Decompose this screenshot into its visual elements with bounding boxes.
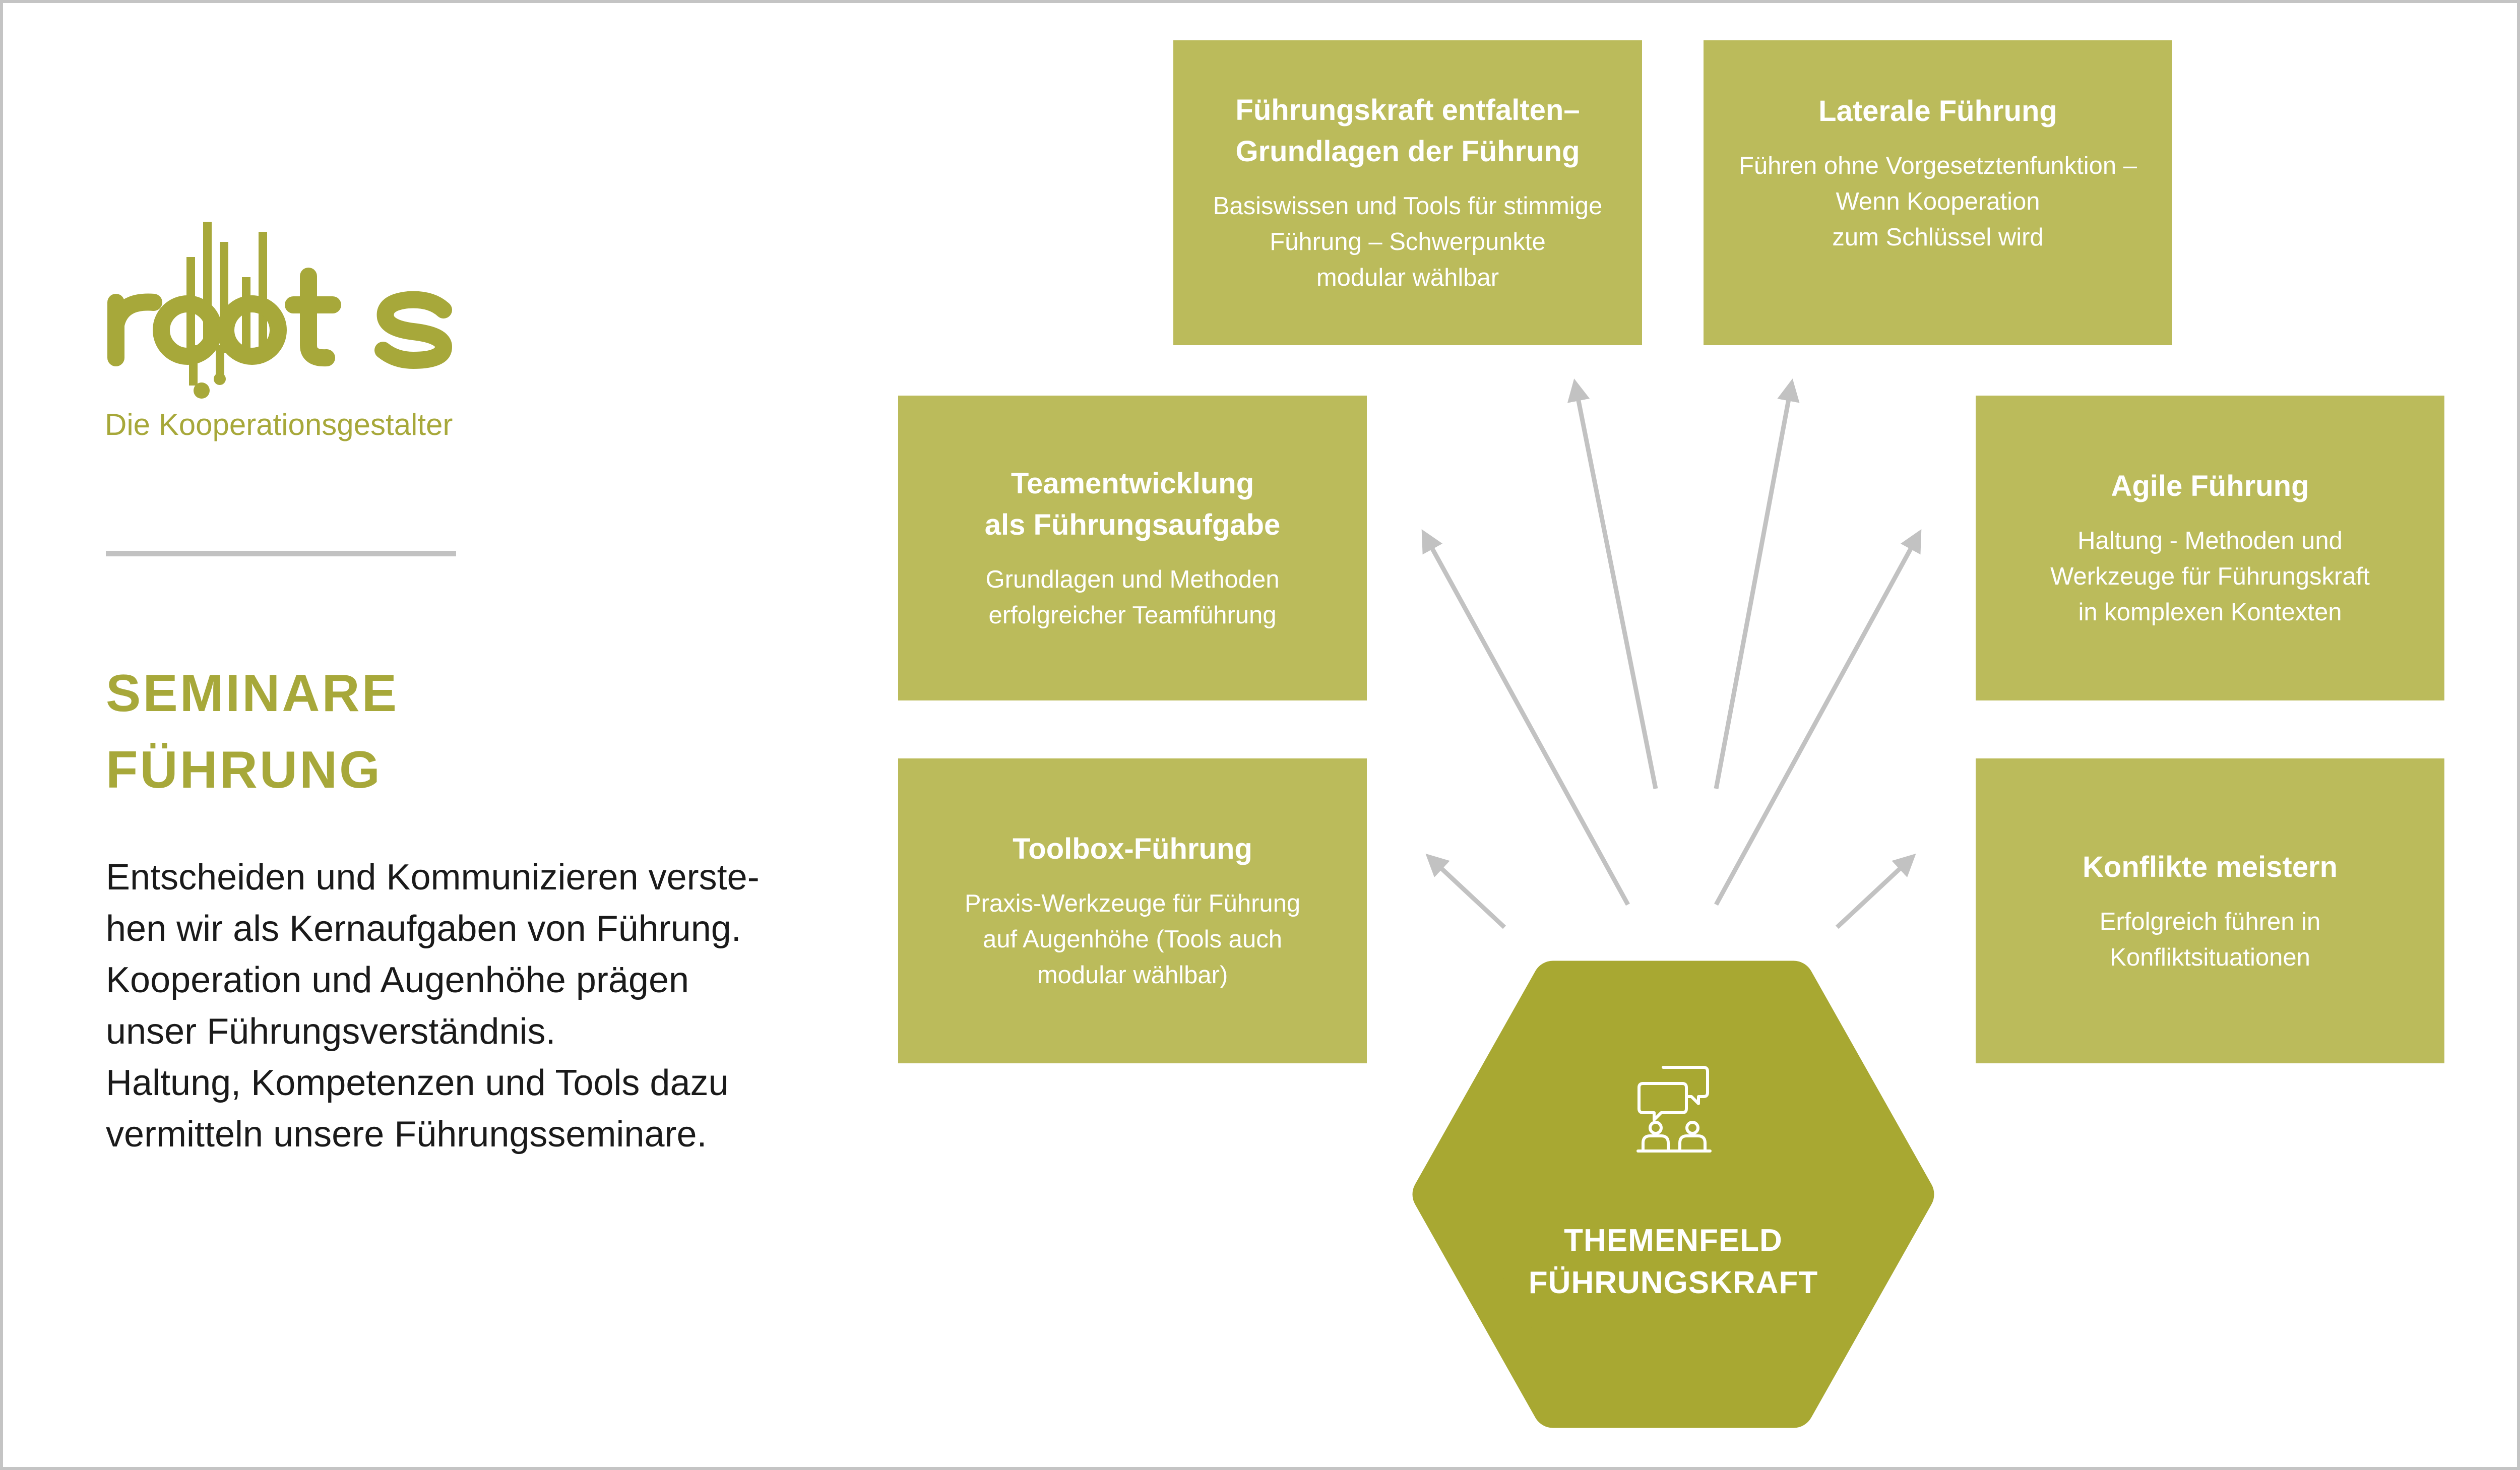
topic-desc-line: Führen ohne Vorgesetztenfunktion – [1738,152,2137,179]
description-line: unser Führungsverständnis. [106,1011,556,1052]
description-line: hen wir als Kernaufgaben von Führung. [106,909,741,949]
arrow-to-fuehrungskraft-entfalten [1567,378,1658,789]
topic-title-line: als Führungsaufgabe [984,508,1281,541]
topic-desc-line: zum Schlüssel wird [1832,224,2044,251]
topic-desc-line: Praxis-Werkzeuge für Führung [964,890,1301,917]
arrow-to-konflikte [1835,853,1916,929]
topic-desc-line: in komplexen Kontexten [2078,599,2342,626]
section-title-line: SEMINARE [106,664,399,723]
topic-description: Grundlagen und Methoden erfolgreicher Te… [986,562,1280,633]
logo-tagline: Die Kooperationsgestalter [105,408,453,441]
topic-title: Toolbox-Führung [1013,828,1252,870]
section-description: Entscheiden und Kommunizieren verste- he… [106,852,837,1160]
arrow-to-toolbox [1425,853,1506,929]
topic-card-laterale-fuehrung[interactable]: Laterale Führung Führen ohne Vorgesetzte… [1704,40,2172,345]
center-title-line: THEMENFELD [1564,1223,1783,1258]
topic-title-line: Grundlagen der Führung [1235,135,1580,168]
arrow-to-laterale-fuehrung [1714,378,1800,789]
topic-title: Laterale Führung [1818,91,2057,132]
topic-title-line: Toolbox-Führung [1013,833,1252,865]
topic-title: Teamentwicklung als Führungsaufgabe [985,463,1281,546]
topic-description: Führen ohne Vorgesetztenfunktion – Wenn … [1739,148,2137,255]
topic-title: Agile Führung [2111,466,2309,507]
topic-desc-line: erfolgreicher Teamführung [988,601,1277,629]
topic-description: Praxis-Werkzeuge für Führung auf Augenhö… [965,886,1300,993]
topic-desc-line: Wenn Kooperation [1836,188,2040,215]
topic-desc-line: Erfolgreich führen in [2099,908,2321,935]
section-title: SEMINARE FÜHRUNG [106,655,399,808]
topic-title-line: Laterale Führung [1818,95,2057,127]
topic-title-line: Führungskraft entfalten– [1235,94,1580,126]
center-title: THEMENFELD FÜHRUNGSKRAFT [1406,1220,1940,1304]
topic-desc-line: modular wählbar [1316,264,1499,291]
description-line: vermitteln unsere Führungsseminare. [106,1114,707,1155]
description-line: Kooperation und Augenhöhe prägen [106,960,689,1000]
description-line: Haltung, Kompetenzen und Tools dazu [106,1063,729,1103]
center-title-line: FÜHRUNGSKRAFT [1528,1265,1818,1300]
topic-title: Führungskraft entfalten– Grundlagen der … [1235,90,1580,172]
topic-card-fuehrungskraft-entfalten[interactable]: Führungskraft entfalten– Grundlagen der … [1173,40,1642,345]
topic-title-line: Teamentwicklung [1011,467,1254,500]
roots-logo [107,222,453,399]
topic-card-konflikte-meistern[interactable]: Konflikte meistern Erfolgreich führen in… [1976,758,2444,1063]
arrow-to-agile-fuehrung [1714,529,1922,906]
topic-desc-line: Grundlagen und Methoden [985,565,1280,593]
topic-description: Basiswissen und Tools für stimmige Führu… [1213,188,1603,296]
topic-card-agile-fuehrung[interactable]: Agile Führung Haltung - Methoden und Wer… [1976,396,2444,700]
topic-title-line: Konflikte meistern [2083,850,2338,883]
description-line: Entscheiden und Kommunizieren verste- [106,857,760,898]
topic-desc-line: auf Augenhöhe (Tools auch [983,926,1282,953]
topic-description: Haltung - Methoden und Werkzeuge für Füh… [2050,523,2370,630]
topic-description: Erfolgreich führen in Konfliktsituatione… [2100,904,2321,976]
topic-desc-line: Werkzeuge für Führungskraft [2050,563,2370,590]
divider [106,551,456,556]
topic-desc-line: modular wählbar) [1037,962,1228,989]
topic-desc-line: Konfliktsituationen [2110,943,2310,971]
center-hexagon [1412,961,1934,1428]
topic-desc-line: Führung – Schwerpunkte [1270,228,1546,255]
topic-title-line: Agile Führung [2111,470,2309,502]
group-discussion-icon [1636,1066,1712,1153]
topic-card-toolbox-fuehrung[interactable]: Toolbox-Führung Praxis-Werkzeuge für Füh… [898,758,1367,1063]
topic-card-teamentwicklung[interactable]: Teamentwicklung als Führungsaufgabe Grun… [898,396,1367,700]
topic-desc-line: Haltung - Methoden und [2077,527,2343,554]
arrow-to-teamentwicklung [1421,529,1630,906]
section-title-line: FÜHRUNG [106,741,382,799]
topic-title: Konflikte meistern [2083,847,2338,888]
topic-desc-line: Basiswissen und Tools für stimmige [1213,193,1603,220]
